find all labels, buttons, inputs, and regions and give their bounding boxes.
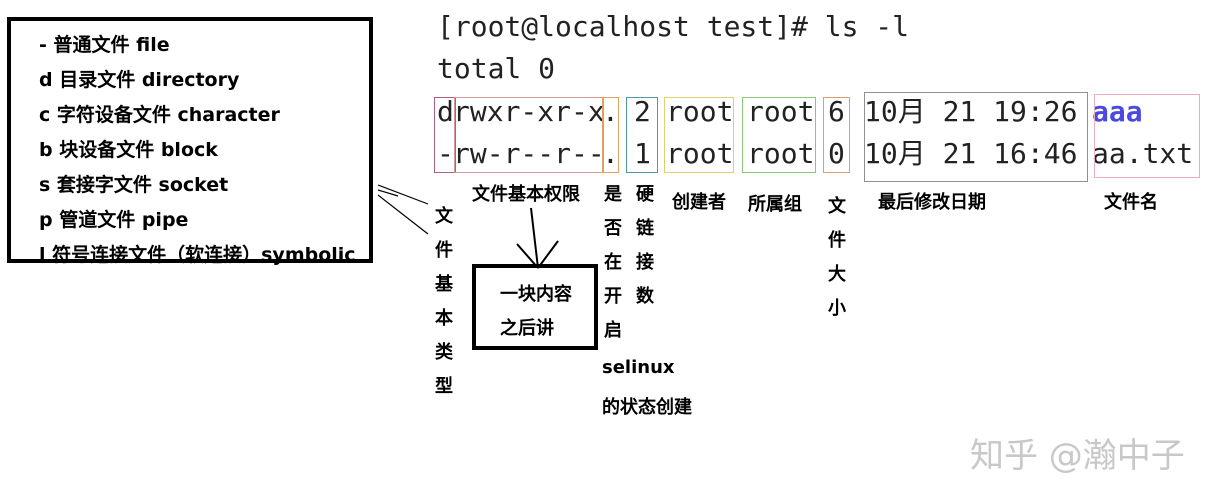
label-file-type: 文件基本类型 (435, 206, 453, 397)
label-size: 文件大小 (828, 196, 846, 319)
type-column-box (434, 97, 456, 173)
legend-item-file: - 普通文件 file (39, 34, 170, 56)
label-permission: 文件基本权限 (472, 184, 580, 205)
owner-column-box (664, 97, 734, 173)
later-note-line1: 一块内容 (500, 284, 572, 305)
later-note-line2: 之后讲 (500, 318, 554, 339)
row1-size: 6 (828, 95, 845, 128)
group-column-box (742, 97, 816, 173)
row2-selinux-dot: . (602, 137, 619, 170)
row1-selinux-dot: . (602, 95, 619, 128)
legend-connector-upper (377, 184, 429, 205)
label-mtime: 最后修改日期 (878, 192, 986, 213)
row2-date: 10月 21 16:46 (864, 137, 1078, 170)
selinux-column-box (602, 97, 619, 173)
row1-group: root (747, 95, 815, 128)
legend-item-pipe: p 管道文件 pipe (39, 209, 189, 231)
legend-list: - 普通文件 file d 目录文件 directory c 字符设备文件 ch… (39, 33, 356, 278)
row2-filename: aa.txt (1092, 137, 1194, 170)
filename-column-box (1094, 94, 1200, 178)
label-group: 所属组 (748, 194, 802, 215)
legend-connector-left (377, 189, 399, 197)
label-selinux-line1: selinux (602, 357, 675, 378)
label-selinux-line2: 的状态创建 (602, 397, 692, 418)
terminal-total-line: total 0 (437, 52, 556, 85)
legend-item-socket: s 套接字文件 socket (39, 174, 229, 196)
row1-permission: rwxr-xr-x (453, 95, 605, 128)
watermark: 知乎 @瀚中子 (970, 436, 1185, 476)
arrow-shaft (530, 207, 539, 269)
row1-owner: root (666, 95, 734, 128)
row2-permission: rw-r--r-- (453, 137, 605, 170)
label-owner: 创建者 (672, 192, 726, 213)
legend-item-symbolic: l 符号连接文件（软连接）symbolic (39, 244, 356, 266)
size-column-box (823, 97, 850, 173)
row1-links: 2 (634, 95, 651, 128)
row1-date: 10月 21 19:26 (864, 95, 1078, 128)
later-note-box: 一块内容 之后讲 (472, 264, 598, 350)
label-filename: 文件名 (1104, 192, 1158, 213)
row2-owner: root (666, 137, 734, 170)
legend-item-character: c 字符设备文件 character (39, 104, 280, 126)
links-column-box (626, 97, 658, 173)
file-type-legend: - 普通文件 file d 目录文件 directory c 字符设备文件 ch… (7, 17, 373, 266)
terminal-prompt-line: [root@localhost test]# ls -l (437, 10, 910, 43)
label-selinux-vertical: 是否在开启 (604, 184, 622, 341)
row2-links: 1 (634, 137, 651, 170)
legend-item-directory: d 目录文件 directory (39, 69, 240, 91)
row2-type: - (437, 137, 454, 170)
arrow-head-right (537, 240, 559, 269)
permission-column-box (454, 97, 604, 173)
legend-connector-lower (377, 194, 429, 235)
legend-item-block: b 块设备文件 block (39, 139, 218, 161)
date-column-box (864, 92, 1088, 182)
label-hard-links: 硬链接数 (636, 184, 654, 307)
row1-type: d (437, 95, 454, 128)
row1-filename: aaa (1092, 95, 1143, 128)
row2-group: root (747, 137, 815, 170)
row2-size: 0 (828, 137, 845, 170)
